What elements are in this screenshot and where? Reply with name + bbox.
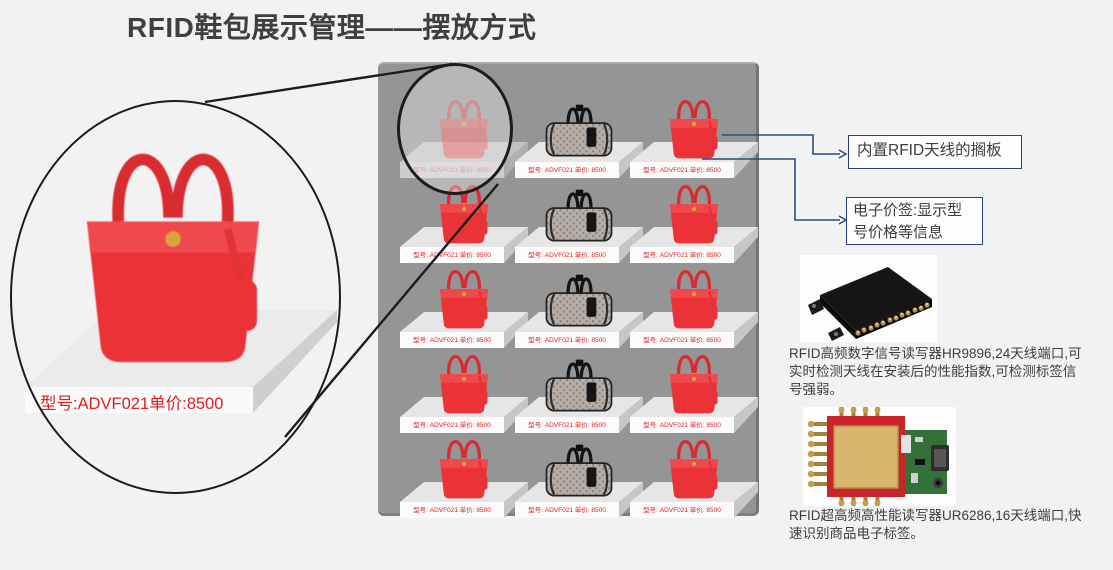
patterned-duffel-bag (544, 273, 614, 328)
red-tote-bag (438, 440, 490, 501)
shelf-cell: 型号: ADVF021 单价: 8500 (630, 270, 760, 352)
patterned-duffel-bag (544, 188, 614, 243)
gold-pins-top-bottom (838, 407, 881, 506)
hf-reader-image (808, 267, 932, 341)
magnifier-ellipse (10, 100, 341, 494)
shelf-cell: 型号: ADVF021 单价: 8500 (400, 355, 530, 437)
red-tote-bag (668, 270, 720, 331)
shelf-price-tag: 型号: ADVF021 单价: 8500 (643, 337, 721, 344)
red-tote-bag (668, 100, 720, 161)
hf-reader-description: RFID高频数字信号读写器HR9896,24天线端口,可实时检测天线在安装后的性… (789, 346, 1082, 398)
shelf-cell: 型号: ADVF021 单价: 8500 (630, 355, 760, 437)
uhf-reader-image (807, 407, 949, 506)
hf-reader-photo (800, 255, 937, 342)
callout-price-tag-label: 电子价签:显示型号价格等信息 (853, 202, 963, 241)
shelf-price-tag: 型号: ADVF021 单价: 8500 (643, 507, 721, 514)
callout-price-tag: 电子价签:显示型号价格等信息 (846, 197, 983, 245)
page-title: RFID鞋包展示管理——摆放方式 (127, 12, 537, 43)
shelf-platform (630, 312, 758, 348)
shelf-cell: 型号: ADVF021 单价: 8500 (515, 357, 645, 437)
shelf-price-tag: 型号: ADVF021 单价: 8500 (528, 252, 606, 259)
shelf-price-tag: 型号: ADVF021 单价: 8500 (643, 422, 721, 429)
callout-antenna-shelf-label: 内置RFID天线的搁板 (857, 142, 1002, 159)
shelf-price-tag: 型号: ADVF021 单价: 8500 (528, 337, 606, 344)
shelf-cell: 型号: ADVF021 单价: 8500 (630, 100, 760, 182)
patterned-duffel-bag (544, 358, 614, 413)
shelf-cell: 型号: ADVF021 单价: 8500 (630, 440, 760, 522)
shelf-price-tag: 型号: ADVF021 单价: 8500 (643, 167, 721, 174)
shelf-cell: 型号: ADVF021 单价: 8500 (515, 187, 645, 267)
shelf-price-tag: 型号: ADVF021 单价: 8500 (643, 252, 721, 259)
shelf-cell: 型号: ADVF021 单价: 8500 (400, 440, 530, 522)
antenna-ports (855, 302, 930, 336)
red-tote-bag (668, 185, 720, 246)
shelf-price-tag: 型号: ADVF021 单价: 8500 (528, 507, 606, 514)
red-tote-bag (438, 270, 490, 331)
shelf-cell: 型号: ADVF021 单价: 8500 (400, 270, 530, 352)
shelf-cell: 型号: ADVF021 单价: 8500 (630, 185, 760, 267)
uhf-reader-description: RFID超高频高性能读写器UR6286,16天线端口,快速识别商品电子标签。 (789, 508, 1082, 542)
red-tote-bag (668, 440, 720, 501)
shelf-cell: 型号: ADVF021 单价: 8500 (400, 185, 530, 267)
patterned-duffel-bag (544, 443, 614, 498)
shelf-cell: 型号: ADVF021 单价: 8500 (515, 442, 645, 522)
gold-pins-left (807, 420, 827, 488)
uhf-reader-photo (803, 407, 956, 506)
shelf-price-tag: 型号: ADVF021 单价: 8500 (413, 507, 491, 514)
highlight-circle (397, 63, 513, 195)
shelf-price-tag: 型号: ADVF021 单价: 8500 (528, 422, 606, 429)
red-tote-bag (668, 355, 720, 416)
shelf-price-tag: 型号: ADVF021 单价: 8500 (528, 167, 606, 174)
callout-antenna-shelf: 内置RFID天线的搁板 (848, 135, 1022, 169)
shelf-cell: 型号: ADVF021 单价: 8500 (515, 272, 645, 352)
shelf-cell: 型号: ADVF021 单价: 8500 (515, 102, 645, 182)
red-tote-bag (438, 355, 490, 416)
patterned-duffel-bag (544, 103, 614, 158)
